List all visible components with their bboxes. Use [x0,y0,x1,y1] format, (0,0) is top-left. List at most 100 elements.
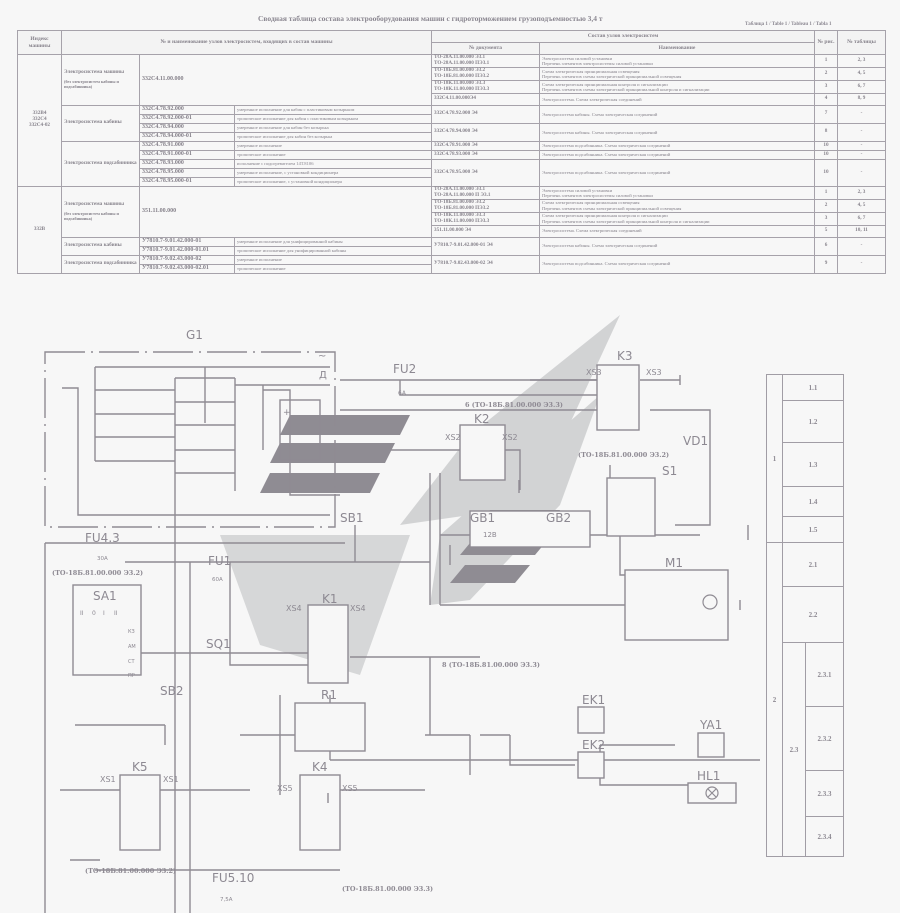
unit-name: Электросистема подсабинника [64,260,137,267]
variant-code: 332С4.78.91.000 [139,140,235,151]
r1-box [294,702,366,752]
label-fu2: FU2 [393,362,416,376]
connector-xs3-right: XS3 [646,368,662,377]
table-reference: Таблица 1 / Table 1 / Tableau 1 / Tabla … [745,22,832,27]
ek2-box [577,751,605,779]
fig-number: 8 [814,122,838,142]
ground-symbols [327,375,749,803]
variant-code: 332С4.78.91.000-01 [139,149,235,160]
ek1-box [577,706,605,734]
doc-name: Электросистема подсабинника. Схема элект… [539,140,815,151]
sa1-pos-1: 0 [92,610,96,617]
index-1-2: 1.2 [782,400,844,443]
doc-number: 332С4.11.00.000Э4 [431,92,540,106]
label-sa1: SA1 [93,589,117,603]
variant-desc: умеренное исполнение для кабин с пластик… [234,104,432,115]
label-k1: K1 [322,592,338,606]
fig-number: 3 [814,211,838,226]
fig-number: 1 [814,185,838,200]
table-number: - [837,122,886,142]
connector-xs2-right: XS2 [502,433,518,442]
label-gb1: GB1 [470,511,495,525]
watermark-logo [220,315,620,675]
index-2-2: 2.2 [782,586,844,643]
table-number: 6, 7 [837,79,886,94]
model-index-cell: 332В [17,185,62,274]
index-2-3-1: 2.3.1 [805,642,844,707]
k5-box [119,774,161,851]
unit-name-cell: Электросистема кабины [61,104,140,142]
table-number: 2, 3 [837,185,886,200]
label-k2: K2 [474,412,490,426]
variant-code: У7810.7-9.02.43.000-02 [139,254,235,265]
variant-desc: тропическое исполнение [234,263,432,274]
doc-number: 332С4.78.93.000 Э4 [431,149,540,160]
label-ek2: EK2 [582,738,605,752]
fig-number: 10 [814,158,838,187]
variant-desc: умеренное исполнение для унифицированной… [234,236,432,247]
table-number: 8, 9 [837,92,886,106]
unit-note: (без электросистем кабины и подсабинника… [64,79,119,89]
table-number: 10, 11 [837,224,886,238]
sa1-term-3: ПР [128,673,135,679]
header-fig-no: № рис. [814,30,838,55]
label-fu5-10: FU5.10 [212,871,254,885]
table-number: - [837,158,886,187]
fig-number: 7 [814,104,838,124]
ref-note-2: (ТО-18Б.81.00.000 Э3.2) [578,451,669,459]
label-k3: K3 [617,349,633,363]
sa1-pos-2: I [103,610,105,617]
fig-number: 3 [814,79,838,94]
label-fu4-3-rating: 30A [97,556,108,562]
label-hl1: HL1 [697,769,720,783]
doc-name: Схема электрическая принципиальная освещ… [539,198,815,213]
index-2-3-4: 2.3.4 [805,816,844,857]
doc-name: Схема электрическая принципиальная контр… [539,79,815,94]
ref-note-1: 6 (ТО-18Б.81.00.000 Э3.3) [465,401,563,409]
doc-number: У7810.7-9.02.43.000-02 Э4 [431,254,540,274]
variant-desc: тропическое исполнение для унифицированн… [234,245,432,256]
doc-number: 332С4.78.94.000 Э4 [431,122,540,142]
label-g1: G1 [186,328,203,342]
doc-name: Электросистема кабины. Схема электрическ… [539,104,815,124]
header-composition: Состав узлов электросистем [431,30,815,43]
unit-note: (без электросистем кабины и подсабинника… [64,210,119,221]
fig-number: 10 [814,149,838,160]
doc-name: Электросистема. Схема электрическая соед… [539,224,815,238]
label-sq1: SQ1 [206,637,231,651]
fig-number: 2 [814,198,838,213]
doc-number: 332С4.78.91.000 Э4 [431,140,540,151]
unit-name: Электросистема кабины [64,242,122,249]
fig-number: 5 [814,224,838,238]
connector-xs5-right: XS5 [342,784,358,793]
fig-number: 10 [814,140,838,151]
table-number: 6, 7 [837,211,886,226]
header-table-no: № таблицы [837,30,886,55]
variant-code: У7810.7-9.01.42.000-01 [139,236,235,247]
equipment-table: Индекс машины № и наименование узлов эле… [17,30,886,274]
sa1-term-0: КЗ [128,629,135,635]
unit-name-cell: Электросистема машины(без электросистем … [61,185,140,238]
variant-desc: исполнение с подогревателем 14Т.8106 [234,158,432,169]
fig-number: 1 [814,54,838,68]
index-2-1: 2.1 [782,542,844,587]
label-r1: R1 [321,688,337,702]
unit-name-cell: Электросистема машины(без электросистем … [61,54,140,106]
label-fu1-rating: 60A [212,577,223,583]
variant-code: 332С4.78.92.000 [139,104,235,115]
index-2-3-2: 2.3.2 [805,706,844,771]
ref-note-3: (ТО-18Б.81.00.000 Э3.2) [52,569,143,577]
header-units: № и наименование узлов электросистем, вх… [61,30,432,55]
label-m1: M1 [665,556,683,570]
doc-name: Схема электрическая принципиальная контр… [539,211,815,226]
